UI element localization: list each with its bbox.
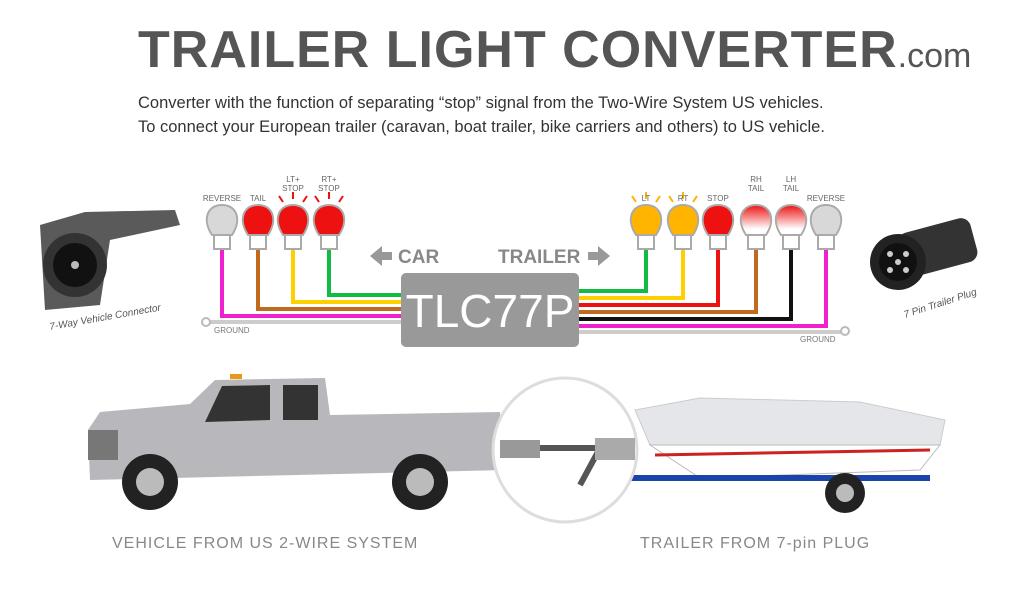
wire bbox=[579, 250, 720, 307]
light-ray bbox=[655, 195, 661, 203]
bulb-rt: RT bbox=[666, 192, 700, 250]
light-ray bbox=[692, 195, 698, 203]
wire bbox=[579, 250, 828, 328]
bulb-label-line1: TAIL bbox=[250, 194, 267, 203]
light-ray bbox=[338, 195, 344, 203]
bulb-label-line1: RT bbox=[678, 194, 689, 203]
bulb-label-line2: TAIL bbox=[783, 184, 800, 193]
vehicle-connector-image bbox=[40, 210, 180, 310]
bulb-reverse: REVERSE bbox=[807, 194, 845, 250]
bulb-glass bbox=[276, 203, 310, 236]
bulb-glass bbox=[739, 203, 773, 236]
bulb-base bbox=[249, 234, 267, 250]
bulb-base bbox=[747, 234, 765, 250]
vehicle-caption: VEHICLE FROM US 2-WIRE SYSTEM bbox=[112, 535, 419, 552]
trailer-plug-image bbox=[870, 218, 978, 290]
bulb-base bbox=[674, 234, 692, 250]
wire bbox=[327, 250, 401, 297]
bulb-glass bbox=[809, 203, 843, 236]
bulb-reverse: REVERSE bbox=[203, 194, 241, 250]
ground-terminal bbox=[840, 326, 850, 336]
bulb-label-line1: RT+ bbox=[321, 175, 337, 184]
light-ray bbox=[314, 195, 320, 203]
bulb-glass bbox=[774, 203, 808, 236]
arrow-right-icon bbox=[588, 246, 610, 266]
bulb-label-line1: REVERSE bbox=[807, 194, 845, 203]
bulb-glass bbox=[312, 203, 346, 236]
wire bbox=[256, 250, 401, 311]
bulb-glass bbox=[241, 203, 275, 236]
bulb-stop: STOP bbox=[701, 194, 735, 250]
wire bbox=[579, 250, 685, 300]
bulb-label-line1: LT bbox=[642, 194, 651, 203]
arrow-left-icon bbox=[370, 246, 392, 266]
bulb-base bbox=[817, 234, 835, 250]
wire bbox=[579, 250, 793, 321]
wire bbox=[291, 250, 401, 304]
wire bbox=[579, 250, 648, 293]
pickup-truck-image bbox=[88, 374, 505, 510]
wire bbox=[579, 250, 758, 314]
bulb-label-line1: STOP bbox=[707, 194, 729, 203]
trailer-caption: TRAILER FROM 7-pin PLUG bbox=[640, 535, 871, 552]
bulb-label-line2: TAIL bbox=[748, 184, 765, 193]
light-ray bbox=[631, 195, 637, 203]
bulb-base bbox=[284, 234, 302, 250]
boat-trailer-image bbox=[630, 397, 946, 513]
bulb-label-line2: STOP bbox=[282, 184, 304, 193]
bulb-tail: TAIL bbox=[241, 194, 275, 250]
bulb-lt: LT bbox=[629, 192, 663, 250]
bulb-glass bbox=[205, 203, 239, 236]
ground-label-right: GROUND bbox=[800, 335, 836, 344]
bulb-base bbox=[709, 234, 727, 250]
trailer-label: TRAILER bbox=[498, 247, 581, 268]
bulb-label-line1: REVERSE bbox=[203, 194, 241, 203]
bulb-glass bbox=[666, 203, 700, 236]
bulb-base bbox=[782, 234, 800, 250]
page-title: TRAILER LIGHT CONVERTER.com bbox=[138, 21, 972, 79]
bulb-base bbox=[213, 234, 231, 250]
wire bbox=[220, 250, 401, 318]
box-label: TLC77P bbox=[406, 285, 575, 337]
car-label: CAR bbox=[398, 247, 439, 268]
light-ray bbox=[302, 195, 308, 203]
bulb-label-line1: LT+ bbox=[286, 175, 300, 184]
trailer-plug-label: 7 Pin Trailer Plug bbox=[903, 287, 979, 321]
bulb-stop: LT+STOP bbox=[276, 175, 310, 250]
bulb-base bbox=[637, 234, 655, 250]
tlc77p-box bbox=[401, 273, 579, 347]
bulb-glass bbox=[629, 203, 663, 236]
light-ray bbox=[668, 195, 674, 203]
hitch-detail-circle bbox=[491, 376, 639, 524]
light-ray bbox=[278, 195, 284, 203]
bulb-glass bbox=[701, 203, 735, 236]
subtitle-line-1: Converter with the function of separatin… bbox=[138, 94, 824, 112]
bulb-label-line1: RH bbox=[750, 175, 762, 184]
ground-terminal bbox=[201, 317, 211, 327]
ground-label-left: GROUND bbox=[214, 326, 250, 335]
bulb-label-line2: STOP bbox=[318, 184, 340, 193]
subtitle-line-2: To connect your European trailer (carava… bbox=[138, 118, 825, 136]
bulb-label-line1: LH bbox=[786, 175, 796, 184]
bulb-base bbox=[320, 234, 338, 250]
bulb-stop: RT+STOP bbox=[312, 175, 346, 250]
